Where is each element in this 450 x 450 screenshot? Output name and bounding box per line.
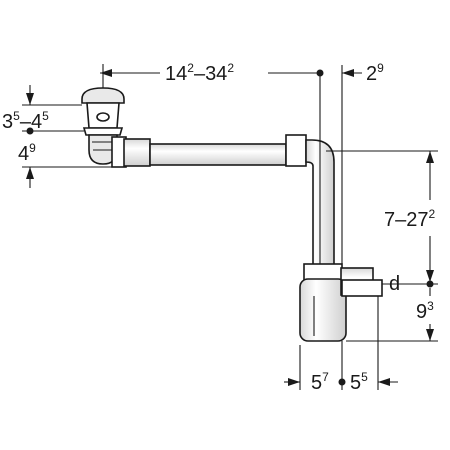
drain-head — [81, 87, 125, 165]
label-drain-head-lower: 49 — [18, 141, 36, 165]
arrow-right-up — [426, 151, 434, 163]
outlet-nut — [341, 279, 383, 297]
arrow-left-up — [26, 167, 34, 179]
label-diameter: d — [389, 273, 400, 295]
drain-cap — [81, 87, 125, 104]
dim-dot-left — [26, 127, 34, 135]
arrow-bottom-right — [378, 378, 390, 386]
arrow-right-bottom — [426, 329, 434, 341]
pipe-nut — [123, 138, 151, 167]
drain-flange — [82, 127, 124, 136]
trap-cup — [299, 278, 347, 342]
trap-body — [299, 263, 383, 342]
arrow-right-down — [426, 270, 434, 282]
dimension-labels: 142–342 29 35–45 49 7–272 d 93 57 55 — [2, 61, 436, 394]
dim-dot-right — [426, 280, 434, 288]
drain-grille — [96, 112, 110, 122]
label-bottom-left: 57 — [311, 370, 329, 394]
label-vertical-range: 7–272 — [384, 207, 436, 231]
trap-nut — [303, 263, 343, 281]
pipe-segment — [149, 143, 287, 166]
horizontal-pipe — [111, 134, 307, 168]
elbow-nut — [285, 134, 307, 167]
label-drain-head-upper: 35–45 — [2, 109, 49, 133]
dim-dot-bottom — [338, 378, 346, 386]
arrow-left — [100, 69, 112, 77]
label-pipe-gap: 29 — [366, 61, 384, 85]
arrow-bottom-left — [288, 378, 300, 386]
dimension-lines — [22, 64, 438, 390]
arrow-right — [342, 69, 354, 77]
arrow-left-down — [26, 93, 34, 105]
label-trap-height: 93 — [416, 299, 434, 323]
label-horizontal-offset: 142–342 — [165, 61, 234, 85]
label-bottom-right: 55 — [350, 370, 368, 394]
